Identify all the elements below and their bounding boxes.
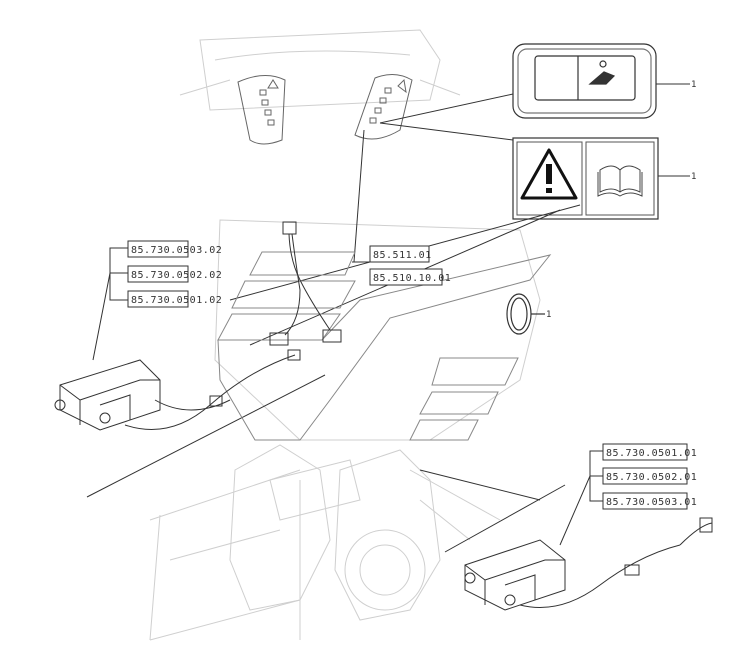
right-control-panel (354, 74, 413, 140)
hose-clip (506, 293, 545, 335)
wire-harness (269, 221, 342, 346)
reference-label: 85.730.0502.01 (606, 472, 697, 483)
reference-label: 85.510.10.01 (373, 273, 451, 284)
left-valve-block (54, 349, 301, 431)
rocker-switch (512, 43, 657, 119)
callout-clip: 1 (546, 310, 551, 320)
loader-bucket-icon (588, 71, 616, 85)
reference-label: 85.730.0502.02 (131, 270, 222, 281)
callout-warning: 1 (691, 172, 696, 182)
left-control-panel (237, 75, 286, 145)
right-valve-block (464, 517, 713, 611)
reference-label: 85.730.0503.01 (606, 497, 697, 508)
reference-label: 85.730.0501.02 (131, 295, 222, 306)
decal-sheets (217, 251, 552, 441)
warning-decal (512, 137, 659, 220)
reference-label: 85.730.0501.01 (606, 448, 697, 459)
left-reference-group: 85.730.0503.02 85.730.0502.02 85.730.050… (92, 240, 222, 361)
reference-label: 85.730.0503.02 (131, 245, 222, 256)
right-reference-group: 85.730.0501.01 85.730.0502.01 85.730.050… (559, 443, 697, 546)
warning-triangle-icon (520, 148, 578, 200)
reference-label: 85.511.01 (373, 250, 432, 261)
machine-outline (149, 29, 541, 641)
center-reference-group: 85.511.01 85.510.10.01 (369, 245, 451, 286)
operator-manual-icon (597, 165, 643, 197)
callout-switch: 1 (691, 80, 696, 90)
